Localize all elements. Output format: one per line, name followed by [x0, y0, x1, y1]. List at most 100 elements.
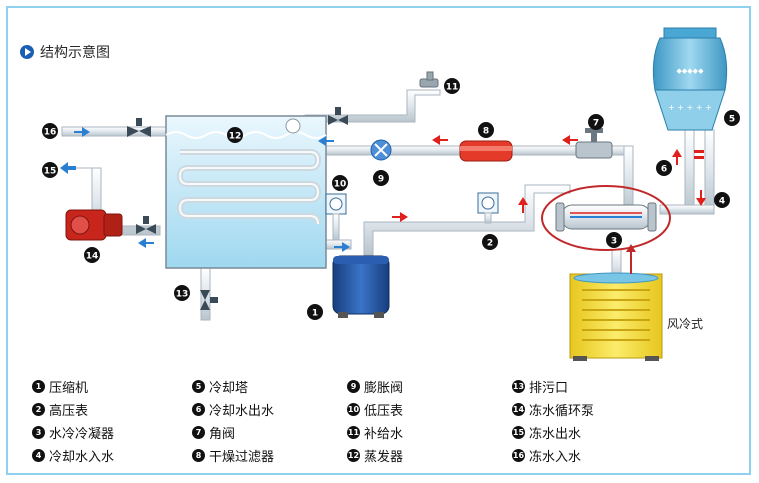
play-bullet-icon [20, 45, 34, 59]
legend-item: 3 水冷冷凝器 [32, 421, 114, 444]
callout-5: 5 [724, 110, 740, 126]
callout-9: 9 [373, 170, 389, 186]
legend-label: 冻水入水 [529, 450, 582, 465]
inlet-valve [127, 118, 151, 137]
legend-number-badge: 13 [512, 380, 525, 393]
arrow-red-filter [432, 135, 448, 145]
legend-item: 6 冷却水出水 [192, 398, 274, 421]
svg-text:14: 14 [86, 252, 99, 262]
svg-text:10: 10 [334, 180, 347, 190]
expansion-valve [370, 139, 392, 161]
svg-text:6: 6 [661, 165, 667, 175]
arrow-red-aircool [626, 244, 636, 260]
legend-number-badge: 11 [347, 426, 360, 439]
legend-number-badge: 10 [347, 403, 360, 416]
legend-number-badge: 1 [32, 380, 45, 393]
diagram-title: 结构示意图 [20, 42, 110, 62]
tower-supply-pipe [704, 129, 715, 211]
tower-to-condenser-pipe [659, 204, 715, 215]
legend-label: 膨胀阀 [364, 381, 404, 396]
callout-7: 7 [588, 114, 604, 130]
faucet-icon [419, 71, 439, 88]
arrow-blue-15 [60, 162, 76, 174]
angle-valve [575, 128, 613, 159]
arrow-red-valve [562, 135, 578, 145]
legend-column-4: 13 排污口 14 冻水循环泵 15 冻水出水 16 冻水入水 [512, 375, 594, 467]
water-cooled-condenser [541, 185, 671, 251]
svg-text:+ + + + +: + + + + + [668, 103, 712, 112]
legend-number-badge: 15 [512, 426, 525, 439]
legend-item: 7 角阀 [192, 421, 274, 444]
callout-1: 1 [307, 304, 323, 320]
legend-label: 低压表 [364, 404, 404, 419]
svg-text:13: 13 [176, 290, 189, 300]
callout-13: 13 [174, 285, 190, 301]
arrow-red-discharge [392, 212, 408, 222]
legend-label: 压缩机 [49, 381, 89, 396]
legend-number-badge: 7 [192, 426, 205, 439]
pump-valve [136, 216, 156, 234]
legend-label: 水冷冷凝器 [49, 427, 115, 442]
arrow-blue-bottom [334, 242, 350, 252]
air-cooled-condenser [569, 272, 663, 361]
legend-label: 角阀 [209, 427, 236, 442]
legend-item: 15 冻水出水 [512, 421, 594, 444]
legend-label: 冻水出水 [529, 427, 582, 442]
legend-item: 14 冻水循环泵 [512, 398, 594, 421]
callout-6: 6 [656, 160, 672, 176]
dryer-filter [459, 140, 513, 162]
legend-number-badge: 6 [192, 403, 205, 416]
svg-text:4: 4 [719, 197, 725, 207]
drain-valve [200, 290, 218, 310]
legend-item: 13 排污口 [512, 375, 594, 398]
svg-text:3: 3 [611, 237, 617, 247]
legend-number-badge: 16 [512, 449, 525, 462]
legend-number-badge: 3 [32, 426, 45, 439]
callout-16: 16 [42, 123, 58, 139]
legend-number-badge: 14 [512, 403, 525, 416]
legend-label: 冻水循环泵 [529, 404, 595, 419]
legend-label: 冷却水入水 [49, 450, 115, 465]
svg-text:5: 5 [729, 115, 735, 125]
svg-text:9: 9 [378, 175, 384, 185]
callout-2: 2 [482, 234, 498, 250]
svg-text:16: 16 [44, 128, 57, 138]
diagram-frame [6, 6, 751, 475]
legend-label: 冷却塔 [209, 381, 249, 396]
discharge-line [363, 184, 571, 256]
svg-text:11: 11 [446, 83, 459, 93]
arrow-blue-pump [138, 238, 154, 248]
svg-text:15: 15 [44, 167, 57, 177]
legend-number-badge: 5 [192, 380, 205, 393]
svg-text:1: 1 [312, 309, 318, 319]
evaporator-tank [165, 115, 327, 269]
svg-text:12: 12 [229, 132, 242, 142]
arrow-red-tower-down [696, 190, 706, 206]
flow-arrows [60, 127, 706, 274]
legend-label: 高压表 [49, 404, 89, 419]
makeup-valve [328, 107, 348, 125]
legend-label: 排污口 [529, 381, 569, 396]
legend-item: 5 冷却塔 [192, 375, 274, 398]
legend-label: 干燥过滤器 [209, 450, 275, 465]
legend-label: 冷却水出水 [209, 404, 275, 419]
legend-item: 4 冷却水入水 [32, 444, 114, 467]
svg-text:7: 7 [593, 119, 599, 129]
high-pressure-gauge [477, 192, 499, 224]
callout-8: 8 [478, 122, 494, 138]
svg-text:8: 8 [483, 127, 489, 137]
legend-number-badge: 4 [32, 449, 45, 462]
tower-return-pipe [684, 129, 695, 211]
